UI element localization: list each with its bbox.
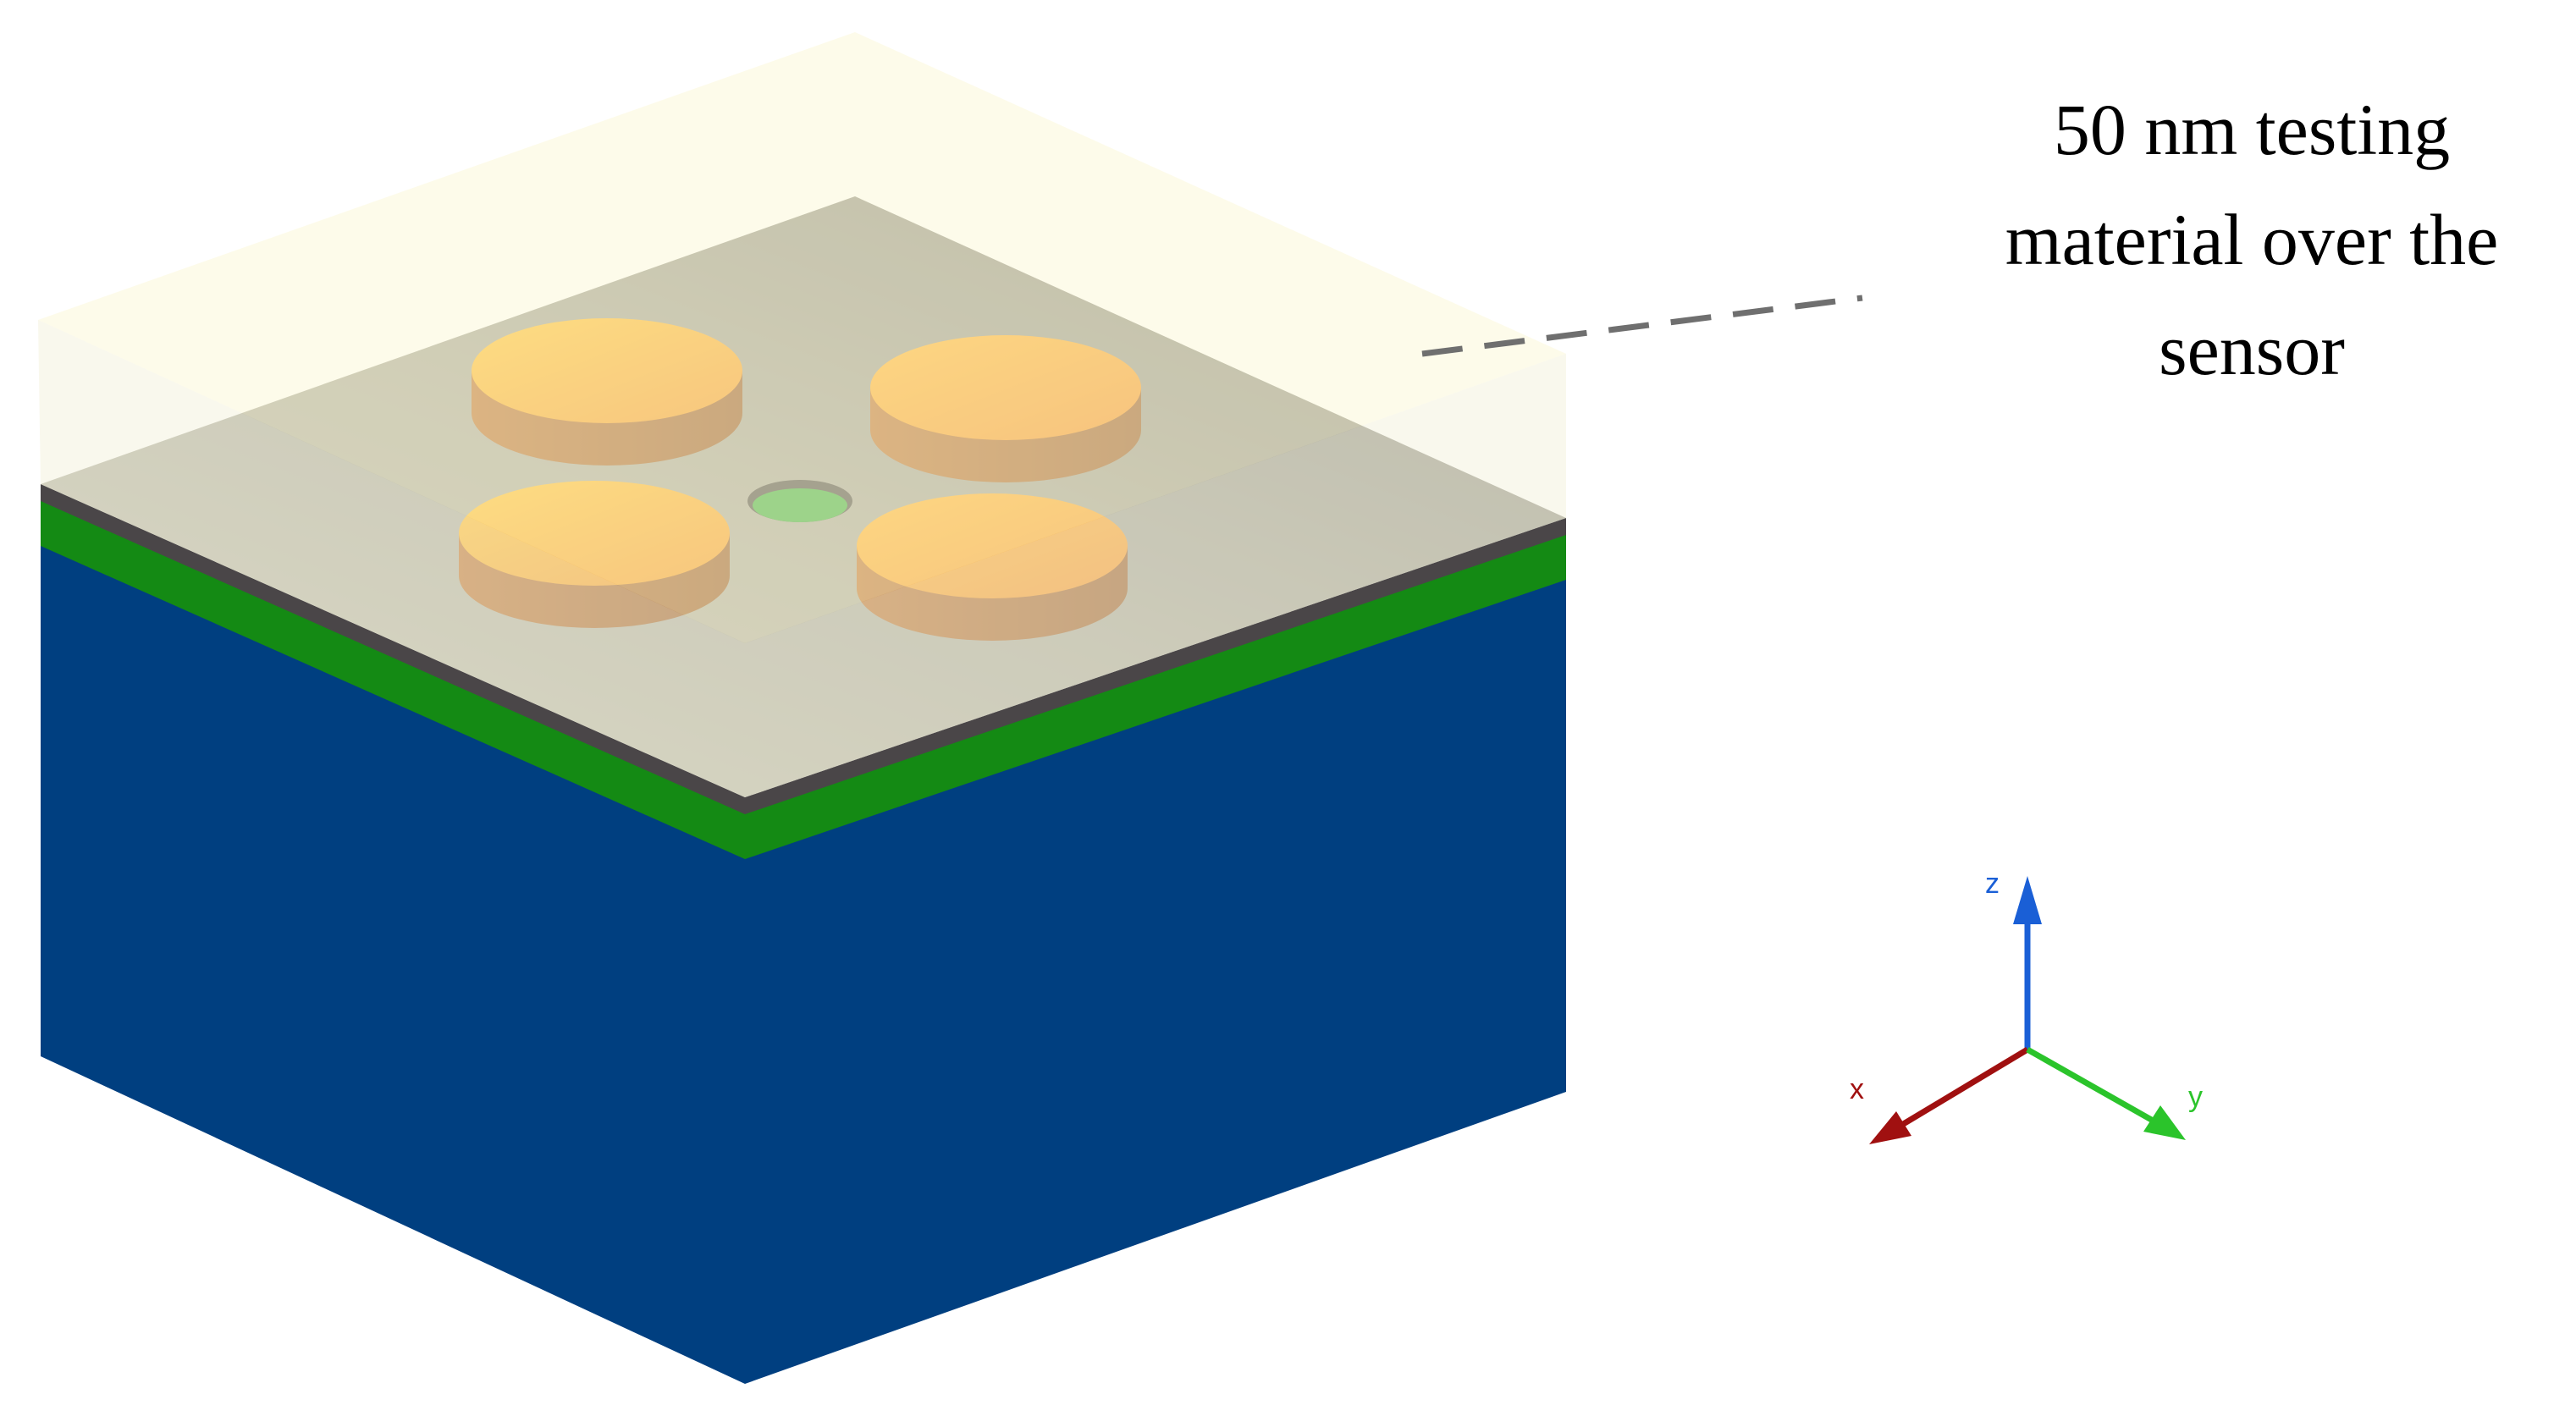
substrate-block [41, 542, 1566, 1384]
testing-material-right-face [745, 354, 1566, 797]
testing-material-top [38, 32, 1566, 643]
z-axis-arrowhead [2013, 876, 2042, 924]
testing-material-left-face [38, 320, 745, 797]
x-axis-arrowhead [1869, 1111, 1911, 1144]
z-axis-label: z [1985, 868, 2000, 900]
y-axis-arrowhead [2143, 1105, 2186, 1140]
green-layer [41, 499, 1566, 859]
substrate-left-face [41, 542, 745, 1384]
axis-triad: z x y [1850, 868, 2203, 1144]
callout-line-2: material over the [2005, 199, 2499, 280]
callout-line-3: sensor [2159, 309, 2345, 390]
substrate-right-face [745, 576, 1566, 1384]
y-axis-line [2026, 1046, 2156, 1125]
x-axis-line [1899, 1046, 2029, 1129]
x-axis-label: x [1850, 1073, 1864, 1105]
testing-material-callout: 50 nm testing material over the sensor [1905, 74, 2576, 405]
callout-line-1: 50 nm testing [2053, 89, 2451, 170]
sensor-plate-edge [41, 484, 1566, 814]
green-layer-left-face [41, 499, 745, 859]
dashed-leader-line [1421, 295, 1863, 357]
testing-material-layer [38, 32, 1566, 797]
green-layer-right-face [745, 533, 1566, 859]
y-axis-label: y [2188, 1081, 2203, 1113]
